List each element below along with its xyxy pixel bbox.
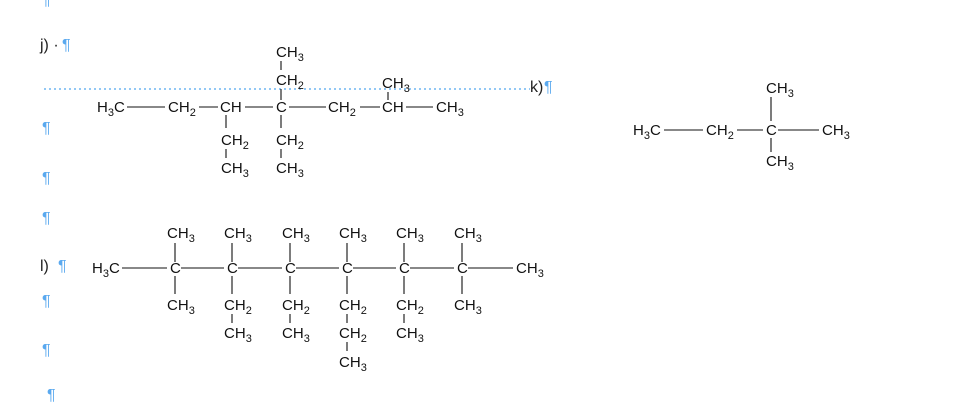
atom-label: CH3 <box>339 354 367 374</box>
atom-label: CH3 <box>766 80 794 100</box>
atom-label: CH2 <box>282 297 310 317</box>
atom-label: CH3 <box>276 44 304 64</box>
atom-label: C <box>285 260 296 277</box>
atom-label: CH2 <box>328 99 356 119</box>
atom-label: CH3 <box>282 225 310 245</box>
atom-label: CH3 <box>396 225 424 245</box>
atom-label: CH3 <box>221 160 249 180</box>
atom-label: H3C <box>97 99 125 119</box>
atom-label: CH <box>220 99 242 116</box>
atom-label: CH3 <box>276 160 304 180</box>
molecule-j: H3C CH2 CH C CH2 CH CH3 CH3 CH2 CH2 CH3 … <box>97 44 464 180</box>
atom-label: CH2 <box>276 72 304 92</box>
atom-label: CH3 <box>224 325 252 345</box>
paragraph-mark: ¶ <box>544 79 553 96</box>
atom-label: CH2 <box>706 122 734 142</box>
molecule-k: H3C CH2 C CH3 CH3 CH3 <box>633 80 850 173</box>
atom-label: CH2 <box>224 297 252 317</box>
atom-label: C <box>227 260 238 277</box>
atom-label: CH2 <box>339 297 367 317</box>
paragraph-mark: ¶ <box>47 387 56 404</box>
paragraph-mark: ¶ <box>42 170 51 187</box>
atom-label: CH3 <box>822 122 850 142</box>
paragraph-mark: ¶ <box>42 293 51 310</box>
atom-label: CH3 <box>382 75 410 95</box>
atom-label: C <box>457 260 468 277</box>
atom-label: C <box>766 122 777 139</box>
atom-label: CH3 <box>224 225 252 245</box>
atom-label: CH2 <box>396 297 424 317</box>
paragraph-mark: ¶ <box>42 0 51 9</box>
label-k: k) <box>530 79 544 96</box>
paragraph-mark: ¶ <box>42 120 51 137</box>
atom-label: CH3 <box>454 225 482 245</box>
atom-label: C <box>276 99 287 116</box>
atom-label: CH3 <box>516 260 544 280</box>
paragraph-mark: ¶ <box>42 342 51 359</box>
atom-label: CH2 <box>221 132 249 152</box>
atom-label: H3C <box>92 260 120 280</box>
atom-label: C <box>342 260 353 277</box>
atom-label: C <box>170 260 181 277</box>
label-l: l) <box>40 258 49 275</box>
atom-label: H3C <box>633 122 661 142</box>
atom-label: CH3 <box>339 225 367 245</box>
paragraph-mark: ¶ <box>42 210 51 227</box>
atom-label: CH3 <box>282 325 310 345</box>
atom-label: CH3 <box>167 297 195 317</box>
paragraph-mark: ¶ <box>58 258 67 275</box>
atom-label: CH2 <box>339 325 367 345</box>
atom-label: CH3 <box>167 225 195 245</box>
atom-label: CH3 <box>396 325 424 345</box>
label-j: j) · <box>40 37 59 54</box>
molecule-l: H3C CH3 CCH3CH3CCH3CH2CH3CCH3CH2CH3CCH3C… <box>92 225 544 374</box>
atom-label: CH3 <box>766 153 794 173</box>
atom-label: CH2 <box>276 132 304 152</box>
atom-label: C <box>399 260 410 277</box>
paragraph-mark: ¶ <box>62 37 71 54</box>
atom-label: CH3 <box>454 297 482 317</box>
atom-label: CH2 <box>168 99 196 119</box>
atom-label: CH <box>382 99 404 116</box>
atom-label: CH3 <box>436 99 464 119</box>
